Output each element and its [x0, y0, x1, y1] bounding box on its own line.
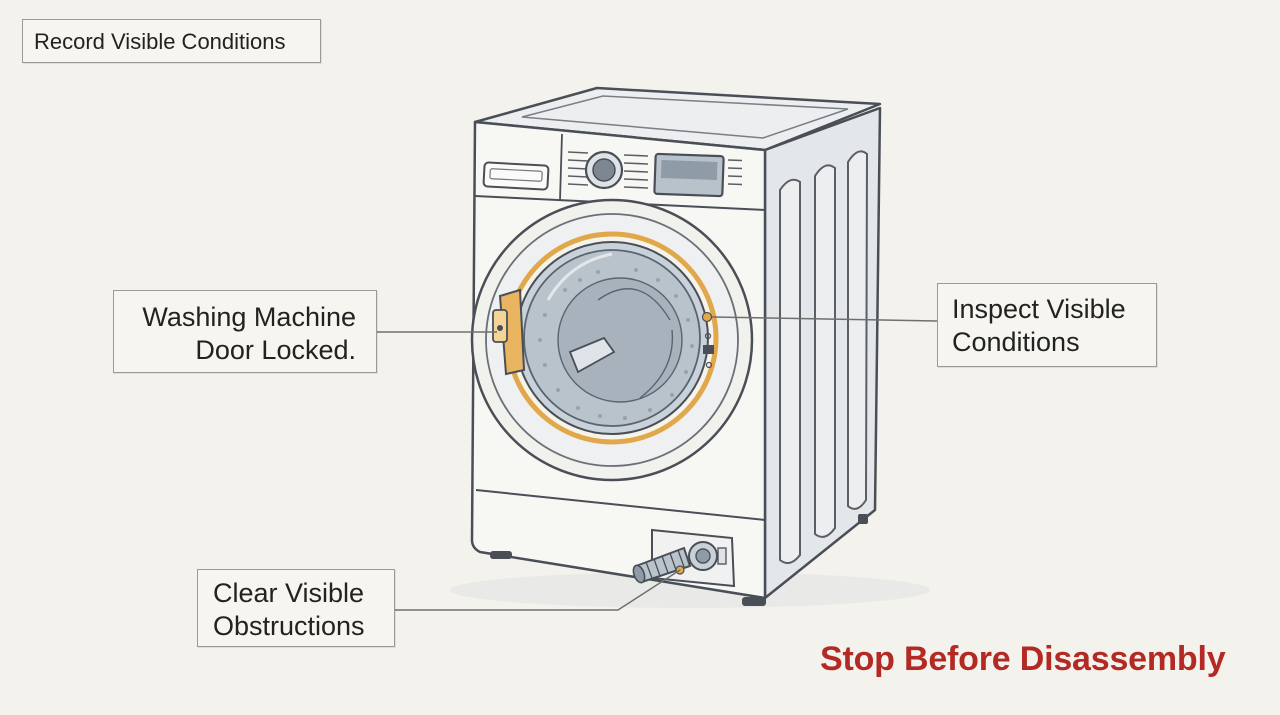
leader-lines	[377, 316, 938, 611]
record-conditions-label: Record Visible Conditions	[22, 19, 321, 63]
door	[470, 198, 754, 482]
door-locked-line1: Washing Machine	[142, 302, 356, 332]
inspect-conditions-label: Inspect Visible Conditions	[937, 283, 1157, 367]
top-inset	[521, 95, 849, 139]
door-locked-line2: Door Locked.	[195, 334, 356, 365]
inspect-conditions-line1: Inspect Visible	[952, 294, 1126, 324]
door-locked-label: Washing Machine Door Locked.	[113, 290, 377, 373]
door-sensor	[701, 311, 714, 369]
door-lock-latch-icon	[492, 288, 526, 376]
filter-access-panel	[632, 528, 736, 588]
machine-feet	[490, 514, 868, 606]
digital-display	[653, 152, 725, 198]
kick-panel-line	[475, 489, 766, 521]
stop-before-disassembly-warning: Stop Before Disassembly	[820, 640, 1226, 678]
drum-paddle	[568, 336, 616, 374]
drain-hose-icon	[632, 546, 692, 584]
record-conditions-text: Record Visible Conditions	[34, 29, 286, 54]
floor-shadow	[450, 572, 930, 608]
program-knob	[584, 150, 624, 190]
clear-obstructions-line2: Obstructions	[213, 610, 365, 641]
vent-lines-left	[567, 151, 649, 189]
clear-obstructions-label: Clear Visible Obstructions	[197, 569, 395, 647]
leader-clear	[395, 569, 681, 611]
leader-inspect	[711, 316, 938, 322]
vent-lines-right	[727, 159, 743, 186]
inspect-conditions-line2: Conditions	[952, 326, 1080, 357]
side-ribs	[779, 150, 869, 565]
clear-obstructions-line1: Clear Visible	[213, 578, 365, 608]
control-panel-split	[559, 133, 563, 201]
detergent-drawer	[482, 161, 550, 191]
